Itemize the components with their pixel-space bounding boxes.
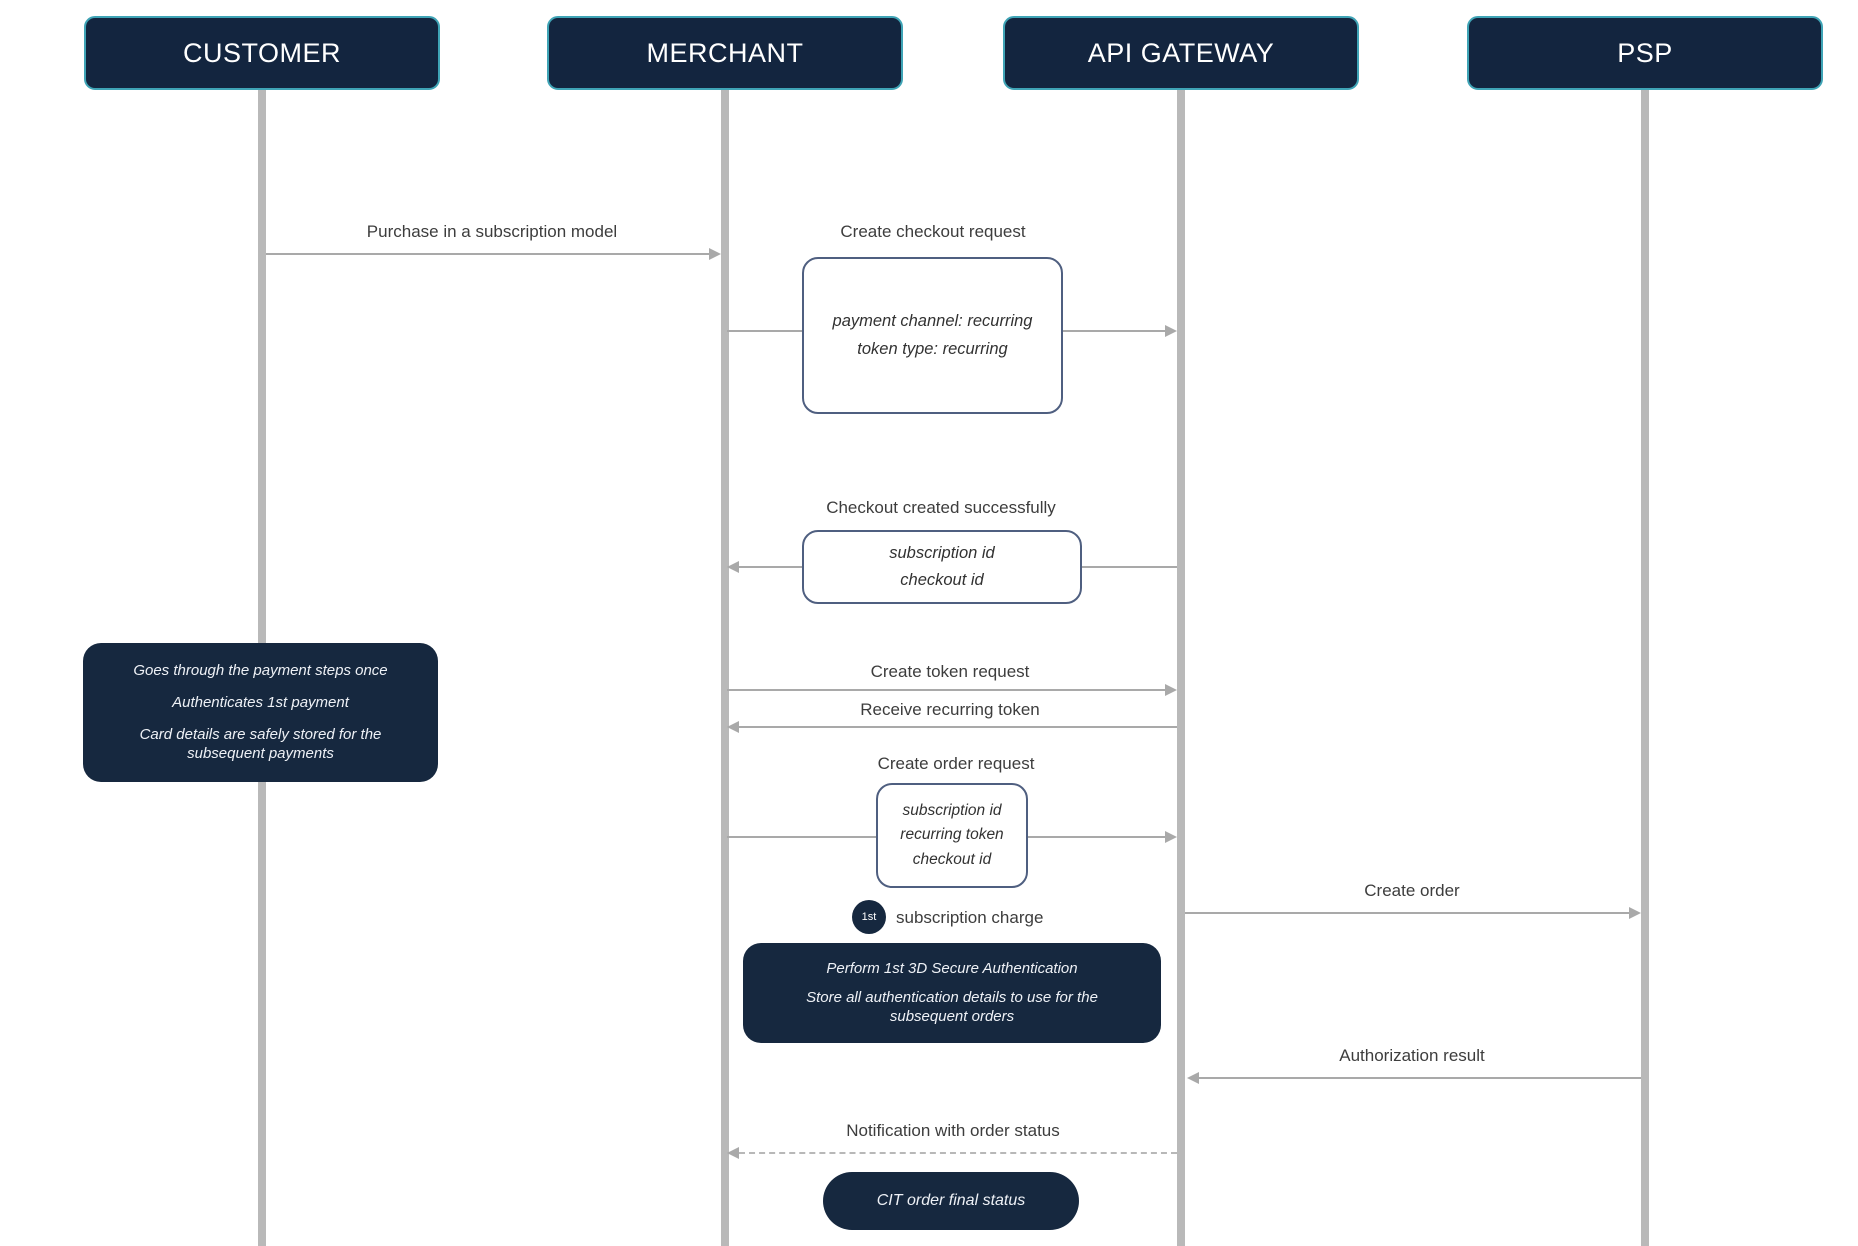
note-cit-status: CIT order final status bbox=[823, 1172, 1079, 1230]
note-line: Store all authentication details to use … bbox=[806, 988, 1098, 1026]
note-customer: Goes through the payment steps once Auth… bbox=[83, 643, 438, 782]
message-label-create-order-request: Create order request bbox=[877, 754, 1035, 773]
actor-psp-label: PSP bbox=[1617, 37, 1673, 68]
first-badge: 1st bbox=[852, 900, 886, 934]
param-line: checkout id bbox=[912, 850, 992, 868]
param-line: checkout id bbox=[900, 571, 984, 589]
param-line: payment channel: recurring bbox=[832, 312, 1033, 331]
arrowhead-left-icon bbox=[727, 721, 739, 733]
arrowhead-left-icon bbox=[727, 1147, 739, 1159]
message-arrow-create-checkout-right bbox=[1061, 330, 1165, 332]
actor-api-gateway-label: API GATEWAY bbox=[1087, 37, 1275, 68]
message-arrow-create-checkout-left bbox=[727, 330, 804, 332]
arrowhead-right-icon bbox=[709, 248, 721, 260]
message-label-create-order: Create order bbox=[1364, 881, 1460, 900]
message-label-notification: Notification with order status bbox=[846, 1121, 1060, 1140]
lifeline-psp bbox=[1641, 90, 1649, 1246]
message-arrow-create-token bbox=[727, 689, 1165, 691]
arrowhead-left-icon bbox=[1187, 1072, 1199, 1084]
note-line: Perform 1st 3D Secure Authentication bbox=[826, 960, 1078, 978]
actor-customer-label: CUSTOMER bbox=[182, 37, 341, 68]
param-line: token type: recurring bbox=[857, 339, 1008, 358]
param-box-create-order-request: subscription id recurring token checkout… bbox=[876, 783, 1028, 888]
message-arrow-checkout-created-right bbox=[1080, 566, 1177, 568]
arrowhead-right-icon bbox=[1165, 831, 1177, 843]
message-label-create-token: Create token request bbox=[870, 662, 1030, 681]
param-line: subscription id bbox=[902, 802, 1002, 820]
cit-status-label: CIT order final status bbox=[876, 1192, 1026, 1209]
message-label-create-checkout: Create checkout request bbox=[840, 222, 1026, 241]
message-label-purchase: Purchase in a subscription model bbox=[366, 222, 618, 241]
actor-merchant-label: MERCHANT bbox=[646, 37, 804, 68]
param-box-checkout-created: subscription id checkout id bbox=[802, 530, 1082, 604]
message-arrow-create-order-request-right bbox=[1026, 836, 1165, 838]
message-arrow-create-order-request-left bbox=[727, 836, 876, 838]
actor-psp: PSP bbox=[1467, 16, 1823, 90]
message-arrow-notification bbox=[739, 1152, 1177, 1154]
lifeline-api-gateway bbox=[1177, 90, 1185, 1246]
note-secure-auth: Perform 1st 3D Secure Authentication Sto… bbox=[743, 943, 1161, 1043]
note-line: Card details are safely stored for the s… bbox=[139, 725, 382, 763]
first-badge-label: 1st bbox=[861, 911, 877, 923]
message-arrow-purchase bbox=[266, 253, 709, 255]
actor-merchant: MERCHANT bbox=[547, 16, 903, 90]
note-line: Goes through the payment steps once bbox=[133, 662, 388, 680]
message-label-checkout-created: Checkout created successfully bbox=[826, 498, 1056, 517]
param-line: subscription id bbox=[889, 543, 995, 562]
message-arrow-create-order bbox=[1185, 912, 1629, 914]
arrowhead-right-icon bbox=[1629, 907, 1641, 919]
message-arrow-authorization-result bbox=[1199, 1077, 1641, 1079]
actor-customer: CUSTOMER bbox=[84, 16, 440, 90]
arrowhead-right-icon bbox=[1165, 325, 1177, 337]
note-line: Authenticates 1st payment bbox=[172, 693, 349, 711]
message-label-receive-token: Receive recurring token bbox=[860, 700, 1040, 719]
param-line: recurring token bbox=[900, 826, 1004, 844]
arrowhead-left-icon bbox=[727, 561, 739, 573]
arrowhead-right-icon bbox=[1165, 684, 1177, 696]
actor-api-gateway: API GATEWAY bbox=[1003, 16, 1359, 90]
message-arrow-checkout-created-left bbox=[739, 566, 802, 568]
subscription-charge-label: subscription charge bbox=[896, 908, 1044, 927]
message-label-authorization-result: Authorization result bbox=[1339, 1046, 1485, 1065]
message-arrow-receive-token bbox=[739, 726, 1177, 728]
lifeline-merchant bbox=[721, 90, 729, 1246]
param-box-create-checkout: payment channel: recurring token type: r… bbox=[802, 257, 1063, 414]
